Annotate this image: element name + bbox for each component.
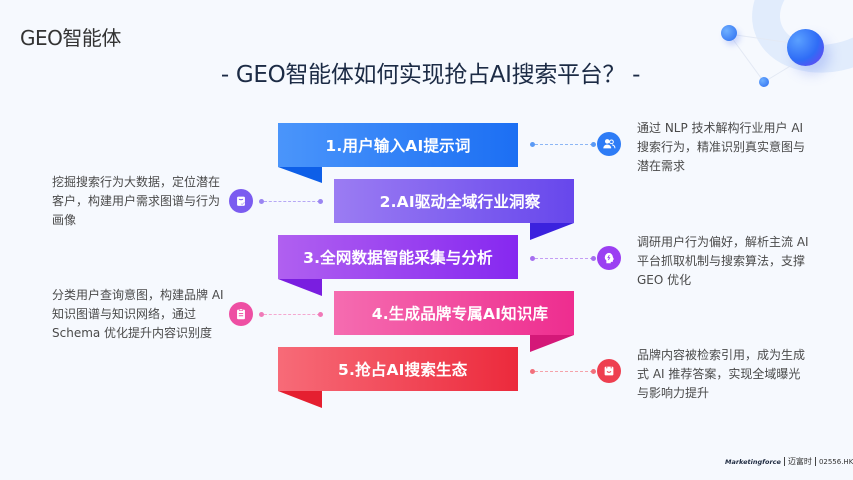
step-1-fold: [278, 167, 322, 183]
step-2-connector: [264, 201, 320, 202]
connector-dot: [318, 312, 323, 317]
step-2-fold: [530, 223, 574, 240]
step-5-label: 5.抢占AI搜索生态: [338, 361, 468, 379]
users-icon: [597, 132, 621, 156]
step-1-connector: [535, 144, 593, 145]
connector-dot: [591, 142, 596, 147]
step-4-label: 4.生成品牌专属AI知识库: [371, 305, 549, 323]
connector-dot: [259, 312, 264, 317]
step-3-label: 3.全网数据智能采集与分析: [303, 249, 493, 267]
decorative-sphere-large: [787, 29, 824, 66]
step-5-connector: [535, 371, 593, 372]
step-2-label: 2.AI驱动全域行业洞察: [379, 193, 541, 211]
company-logo: Marketingforce: [725, 457, 781, 466]
step-3-description: 调研用户行为偏好，解析主流 AI 平台抓取机制与搜索算法，支撑 GEO 优化: [637, 235, 809, 287]
connector-dot: [530, 256, 535, 261]
stock-ticker: 02556.HK: [818, 457, 853, 466]
step-2-banner: 2.AI驱动全域行业洞察: [334, 179, 574, 223]
step-3-banner: 3.全网数据智能采集与分析: [278, 235, 518, 279]
clipboard-icon: [229, 302, 253, 326]
step-4-fold: [530, 335, 574, 352]
step-2-description: 挖掘搜索行为大数据，定位潜在客户，构建用户需求图谱与行为画像: [52, 175, 221, 227]
divider: [814, 457, 816, 466]
connector-dot: [591, 369, 596, 374]
connector-dot: [530, 369, 535, 374]
divider: [783, 457, 785, 466]
company-name: 迈富时: [787, 457, 812, 466]
decorative-sphere-small: [759, 77, 769, 87]
step-4-banner: 4.生成品牌专属AI知识库: [334, 291, 574, 335]
step-1-label: 1.用户输入AI提示词: [325, 137, 471, 155]
connector-dot: [591, 256, 596, 261]
lightbulb-head-icon: [597, 246, 621, 270]
shopping-bag-check-icon: [229, 189, 253, 213]
connector-dot: [318, 199, 323, 204]
brand-title: GEO智能体: [20, 26, 121, 50]
decorative-sphere-medium: [721, 25, 737, 41]
step-3-connector: [535, 258, 593, 259]
step-5-fold: [278, 391, 322, 408]
step-4-connector: [264, 314, 320, 315]
step-1-banner: 1.用户输入AI提示词: [278, 123, 518, 167]
connector-dot: [259, 199, 264, 204]
step-5-banner: 5.抢占AI搜索生态: [278, 347, 518, 391]
connector-dot: [530, 142, 535, 147]
step-4-description: 分类用户查询意图，构建品牌 AI 知识图谱与知识网络，通过 Schema 优化提…: [52, 288, 224, 340]
step-5-description: 品牌内容被检索引用，成为生成式 AI 推荐答案，实现全域曝光与影响力提升: [637, 348, 806, 400]
footer-logo: Marketingforce 迈富时 02556.HK: [725, 456, 853, 467]
page-title: - GEO智能体如何实现抢占AI搜索平台？ -: [220, 62, 641, 88]
step-3-fold: [278, 279, 322, 296]
smile-box-icon: [597, 359, 621, 383]
step-1-description: 通过 NLP 技术解构行业用户 AI 搜索行为，精准识别真实意图与潜在需求: [637, 121, 806, 173]
